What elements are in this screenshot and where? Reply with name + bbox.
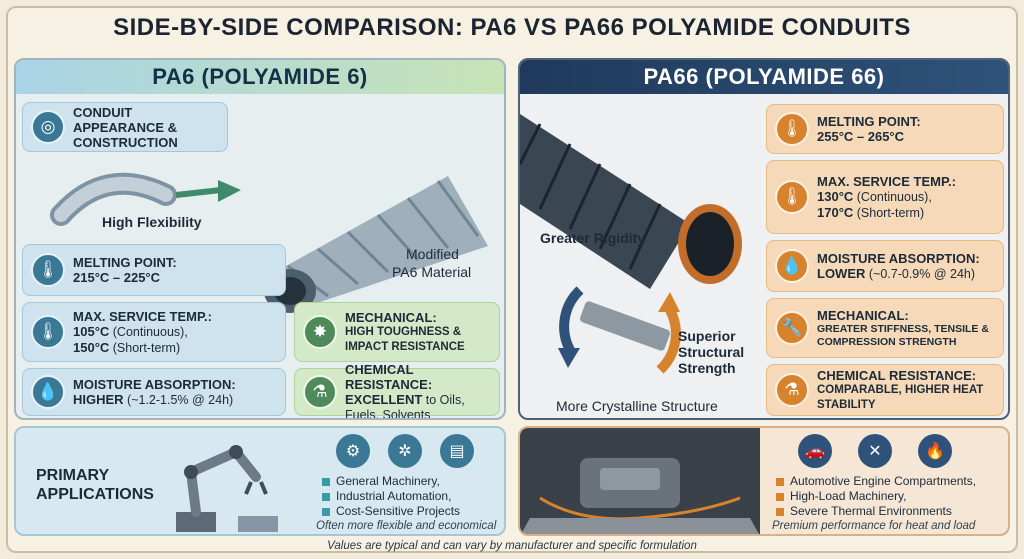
page-title: SIDE-BY-SIDE COMPARISON: PA6 VS PA66 POL… <box>113 14 911 41</box>
pa6-melting-card: 🌡 MELTING POINT:215°C – 225°C <box>22 244 286 296</box>
impact-icon: ✸ <box>303 315 337 349</box>
wrench-icon: 🔧 <box>775 311 809 345</box>
pa6-moisture-note: (~1.2-1.5% @ 24h) <box>127 392 234 407</box>
conduit-icon: ◎ <box>31 110 65 144</box>
pa6-applications-panel: PRIMARY APPLICATIONS ⚙ ✲ ▤ General Machi… <box>14 426 506 536</box>
pa6-appearance-card: ◎ CONDUIT APPEARANCE & CONSTRUCTION <box>22 102 228 152</box>
wrench-icon: ✕ <box>858 434 892 468</box>
pa6-service-v2-note: (Short-term) <box>112 340 181 355</box>
gear-icon: ⚙ <box>336 434 370 468</box>
pa66-moisture-note: (~0.7-0.9% @ 24h) <box>868 266 976 281</box>
thermometer-icon: 🌡 <box>775 180 809 214</box>
pa6-mechanical-card: ✸ MECHANICAL:HIGH TOUGHNESS & IMPACT RES… <box>294 302 500 362</box>
pa66-applications-note: Premium performance for heat and load <box>772 520 976 532</box>
pa6-service-v1: 105°C <box>73 323 110 339</box>
flask-icon: ⚗ <box>775 373 809 407</box>
pa66-header: PA66 (POLYAMIDE 66) <box>520 60 1008 94</box>
pa66-moisture-value: LOWER <box>817 265 866 281</box>
pa6-service-card: 🌡 MAX. SERVICE TEMP.: 105°C (Continuous)… <box>22 302 286 362</box>
pa66-chem-value: COMPARABLE, HIGHER HEAT STABILITY <box>817 383 984 411</box>
list-item: General Machinery, <box>322 474 460 489</box>
material-label-1: Modified <box>406 246 459 262</box>
pa66-panel: PA66 (POLYAMIDE 66) Greater Rigidity Sup… <box>518 58 1010 420</box>
pa6-moisture-value: HIGHER <box>73 391 124 407</box>
list-item: High-Load Machinery, <box>776 489 976 504</box>
flame-icon: 🔥 <box>918 434 952 468</box>
list-item: Severe Thermal Environments <box>776 504 976 519</box>
pa66-service-v1: 130°C <box>817 188 854 204</box>
pa6-chem-title: CHEMICAL RESISTANCE: <box>345 361 433 392</box>
pa6-chem-value: EXCELLENT <box>345 391 423 407</box>
thermometer-icon: 🌡 <box>775 112 809 146</box>
document-icon: ▤ <box>440 434 474 468</box>
pa6-moisture-card: 💧 MOISTURE ABSORPTION: HIGHER (~1.2-1.5%… <box>22 368 286 416</box>
pa66-service-card: 🌡 MAX. SERVICE TEMP.: 130°C (Continuous)… <box>766 160 1004 234</box>
flask-icon: ⚗ <box>303 375 337 409</box>
robot-arm-illustration <box>176 445 278 532</box>
material-label-2: PA6 Material <box>392 264 472 280</box>
rigidity-label: Greater Rigidity <box>540 230 646 246</box>
thermometer-icon: 🌡 <box>31 315 65 349</box>
pa66-mech-title: MECHANICAL: <box>817 307 909 323</box>
pa66-moisture-title: MOISTURE ABSORPTION: <box>817 250 980 266</box>
applications-label: PRIMARY APPLICATIONS <box>36 467 154 503</box>
list-item: Industrial Automation, <box>322 489 460 504</box>
pa6-panel: PA6 (POLYAMIDE 6) ◎ CONDUIT APPEARANCE &… <box>14 58 506 420</box>
pa66-melting-card: 🌡 MELTING POINT:255°C – 265°C <box>766 104 1004 154</box>
pa6-applications-note: Often more flexible and economical <box>316 520 497 532</box>
pa6-chem-note: to Oils, Fuels, Solvents <box>345 392 465 420</box>
pa66-rigid-tube-illustration <box>558 286 681 374</box>
pa66-conduit-illustration <box>520 114 742 289</box>
flexible-conduit-illustration <box>50 172 241 226</box>
pa6-melting-value: 215°C – 225°C <box>73 270 161 285</box>
pa66-moisture-card: 💧 MOISTURE ABSORPTION: LOWER (~0.7-0.9% … <box>766 240 1004 292</box>
pa66-applications-panel: 🚗 ✕ 🔥 Automotive Engine Compartments, Hi… <box>518 426 1010 536</box>
pa66-service-v1-note: (Continuous), <box>856 189 932 204</box>
pa66-melting-value: 255°C – 265°C <box>817 129 905 144</box>
structural-label: Superior Structural Strength <box>678 328 745 376</box>
pa66-mechanical-card: 🔧 MECHANICAL:GREATER STIFFNESS, TENSILE … <box>766 298 1004 358</box>
engine-bay-illustration <box>520 428 760 534</box>
pa6-service-v1-note: (Continuous), <box>112 324 188 339</box>
pa6-mech-value: HIGH TOUGHNESS & IMPACT RESISTANCE <box>345 325 465 353</box>
pa6-moisture-title: MOISTURE ABSORPTION: <box>73 376 236 392</box>
pa6-applications-list: General Machinery, Industrial Automation… <box>322 474 460 519</box>
flexibility-label: High Flexibility <box>102 214 202 230</box>
droplet-icon: 💧 <box>31 375 65 409</box>
pa6-mech-title: MECHANICAL: <box>345 309 437 325</box>
list-item: Cost-Sensitive Projects <box>322 504 460 519</box>
footer-note: Values are typical and can vary by manuf… <box>327 540 697 552</box>
pa6-service-title: MAX. SERVICE TEMP.: <box>73 308 212 324</box>
pa66-chem-title: CHEMICAL RESISTANCE: <box>817 367 977 383</box>
pa6-chemical-card: ⚗ CHEMICAL RESISTANCE: EXCELLENT to Oils… <box>294 362 500 418</box>
pa6-header: PA6 (POLYAMIDE 6) <box>16 60 504 94</box>
pa6-melting-title: MELTING POINT: <box>73 255 177 270</box>
settings-icon: ✲ <box>388 434 422 468</box>
pa66-service-title: MAX. SERVICE TEMP.: <box>817 173 956 189</box>
pa66-chemical-card: ⚗ CHEMICAL RESISTANCE:COMPARABLE, HIGHER… <box>766 364 1004 416</box>
pa66-service-v2: 170°C <box>817 204 854 220</box>
thermometer-icon: 🌡 <box>31 253 65 287</box>
crystalline-label: More Crystalline Structure <box>556 398 718 414</box>
pa66-melting-title: MELTING POINT: <box>817 114 921 129</box>
pa66-service-v2-note: (Short-term) <box>856 205 925 220</box>
car-icon: 🚗 <box>798 434 832 468</box>
pa6-conduit-illustration <box>264 176 488 313</box>
droplet-icon: 💧 <box>775 249 809 283</box>
pa66-mech-value: GREATER STIFFNESS, TENSILE & COMPRESSION… <box>817 322 989 348</box>
pa6-service-v2: 150°C <box>73 339 110 355</box>
pa6-appearance-label: CONDUIT APPEARANCE & CONSTRUCTION <box>73 104 178 150</box>
list-item: Automotive Engine Compartments, <box>776 474 976 489</box>
pa66-applications-list: Automotive Engine Compartments, High-Loa… <box>776 474 976 519</box>
